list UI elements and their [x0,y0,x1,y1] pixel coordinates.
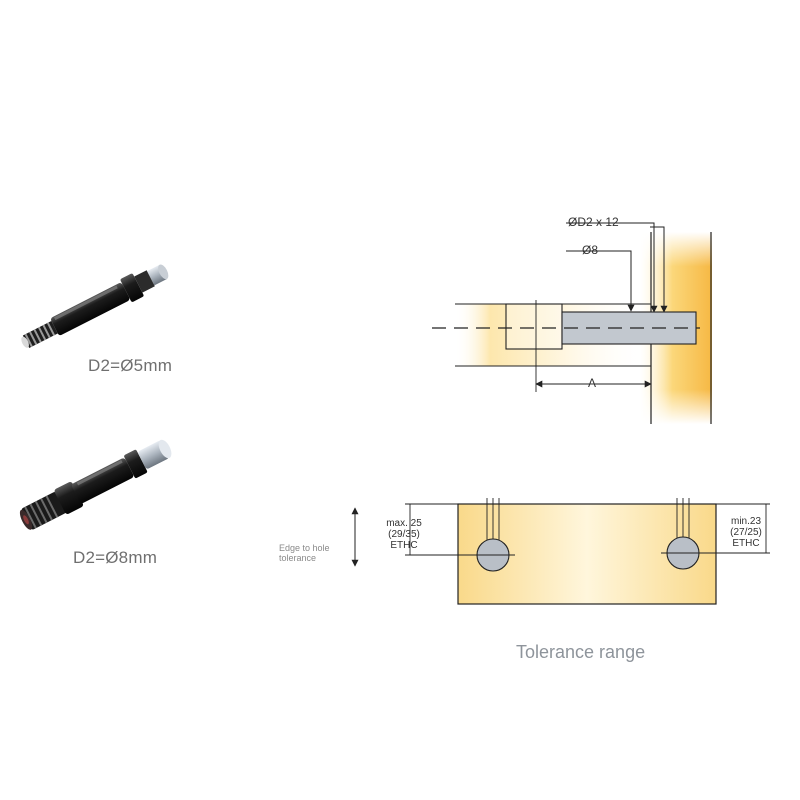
label-d8: Ø8 [582,243,599,257]
connector-8mm-image [19,439,172,530]
left-dimension-ethc: ETHC [390,540,418,551]
label-a: A [588,376,597,390]
left-dimension-label: max. 25 (29/35) ETHC ETHC [372,518,436,551]
label-d2: ØD2 x 12 [568,215,619,229]
threaded-tip [21,321,58,349]
side-view-drawing [432,222,712,424]
housing-outline [505,303,563,350]
edge-to-hole-line1: Edge to hole [279,543,330,553]
right-dimension-label: min.23 (27/25) ETHC [714,516,778,549]
right-dimension-value: min.23 (27/25) [730,516,762,538]
connector-5mm-image [21,264,169,349]
tolerance-plate-drawing [351,498,770,605]
edge-to-hole-note: Edge to hole tolerance [279,543,330,563]
tolerance-range-title: Tolerance range [516,642,646,662]
caption-8mm: D2=Ø8mm [73,548,158,567]
caption-5mm: D2=Ø5mm [88,356,173,375]
right-dimension-ethc: ETHC [732,538,760,549]
left-dimension-value: max. 25 (29/35) [386,518,422,540]
bolt-shaft [561,311,697,345]
threaded-sleeve [19,491,67,530]
edge-to-hole-line2: tolerance [279,553,317,563]
